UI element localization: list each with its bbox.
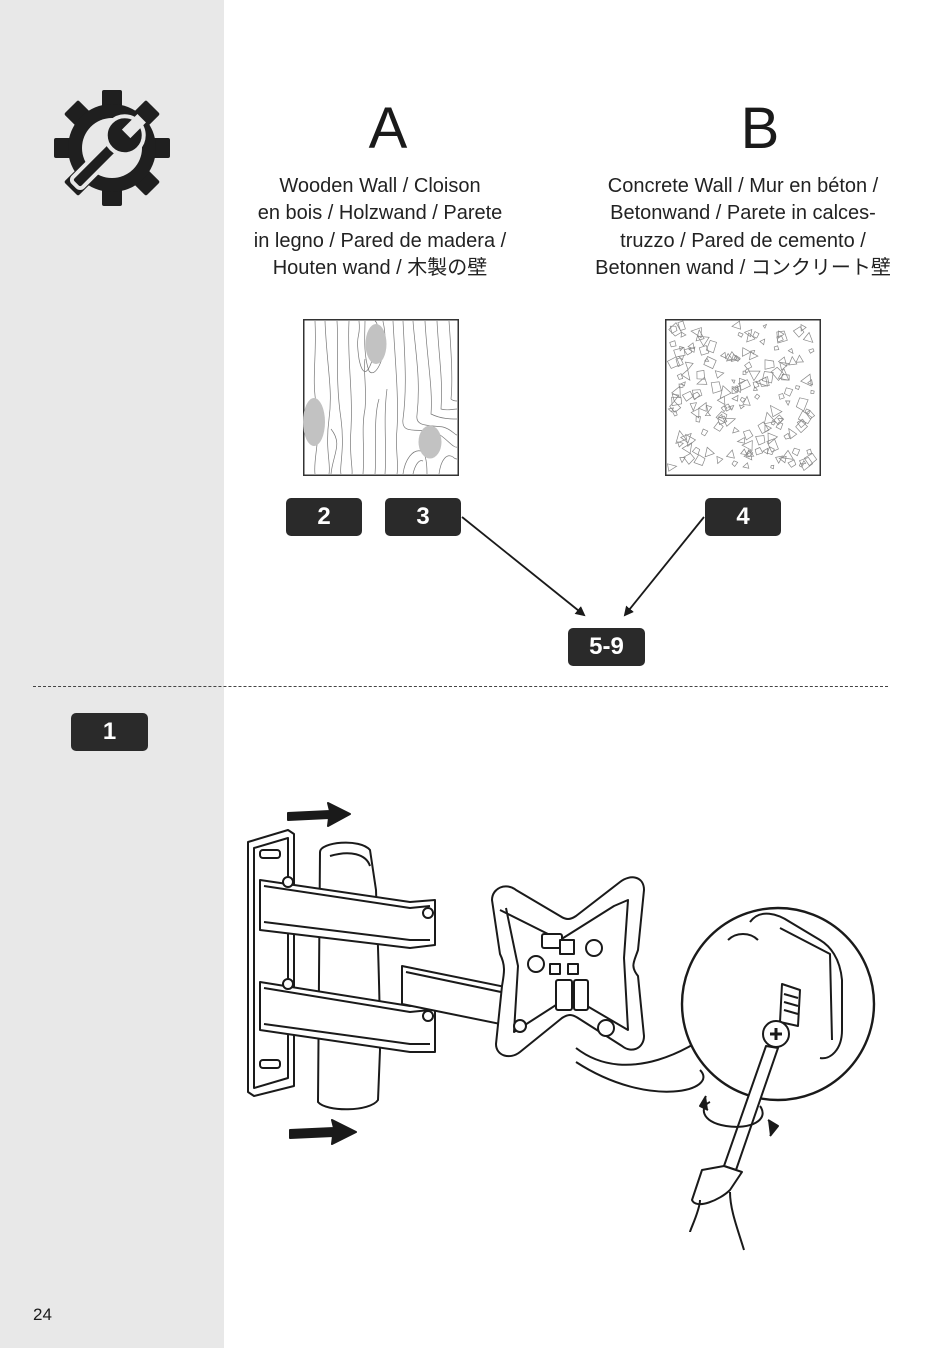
flow-arrows [0,0,950,700]
section-divider [33,686,888,687]
step-badge-1: 1 [71,713,148,751]
page-number: 24 [33,1305,52,1325]
wall-mount-bracket [230,790,890,1260]
